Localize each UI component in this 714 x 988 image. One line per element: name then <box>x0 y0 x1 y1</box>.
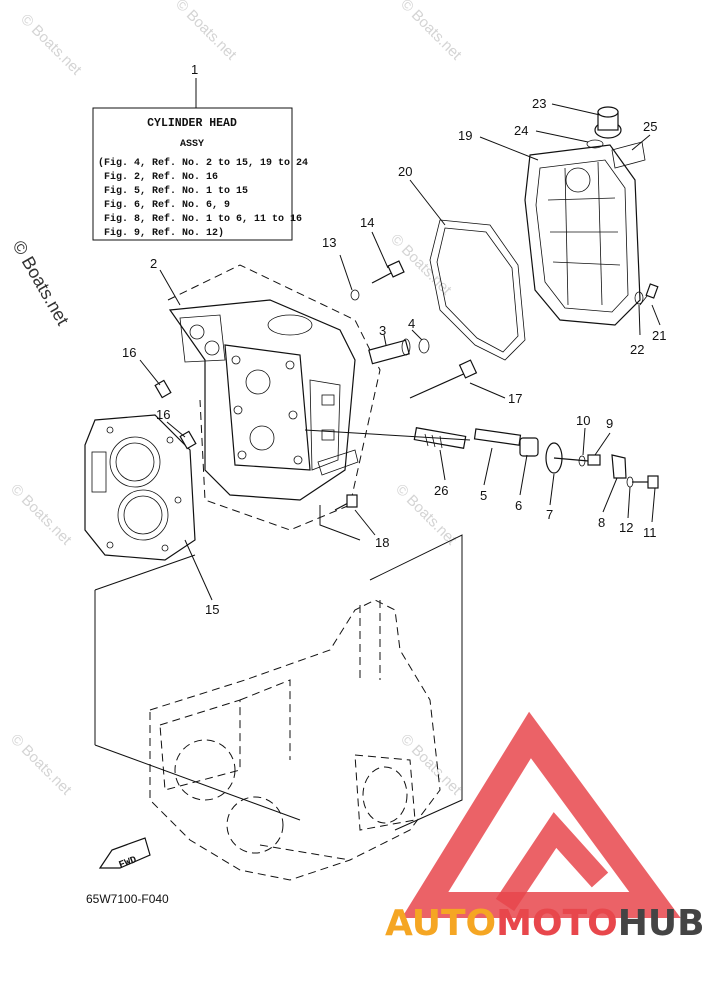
info-box-line: Fig. 6, Ref. No. 6, 9 <box>104 199 230 211</box>
thermostat-fitting <box>368 338 411 365</box>
callout-label: 17 <box>508 391 522 406</box>
washer <box>634 291 644 305</box>
callout-label: 14 <box>360 215 374 230</box>
logo-text-auto: AUTO <box>385 903 496 944</box>
cylinder-head <box>168 299 359 501</box>
cylinder-block <box>149 599 441 881</box>
o-ring-4 <box>418 338 430 354</box>
callout-label: 2 <box>150 256 157 271</box>
logo-text-moto: MOTO <box>496 903 618 944</box>
long-bolt-17 <box>409 359 478 399</box>
head-bolt-14 <box>371 260 405 284</box>
callout-label: 19 <box>458 128 472 143</box>
shaft-5 <box>473 428 522 446</box>
callout-label: 16 <box>156 407 170 422</box>
callout-label: 15 <box>205 602 219 617</box>
brand-logo: AUTOMOTOHUB <box>385 711 705 944</box>
head-gasket <box>84 414 196 561</box>
bolt-11 <box>632 475 659 489</box>
callout-label: 7 <box>546 507 553 522</box>
callout-label: 8 <box>598 515 605 530</box>
callout-label: 20 <box>398 164 412 179</box>
bolt-9 <box>587 454 601 466</box>
head-cover <box>524 144 641 326</box>
washer-10 <box>578 455 586 467</box>
callout-label: 1 <box>191 62 198 77</box>
callout-label: 3 <box>379 323 386 338</box>
pulley-7 <box>545 442 601 474</box>
crankcase-outline <box>94 505 463 831</box>
callout-label: 12 <box>619 520 633 535</box>
o-ring <box>586 139 604 149</box>
logo-inner-stroke <box>495 812 609 912</box>
callout-label: 23 <box>532 96 546 111</box>
watermark-text: © Boats.net <box>17 11 85 79</box>
callout-label: 26 <box>434 483 448 498</box>
info-box-line: Fig. 9, Ref. No. 12) <box>104 227 224 239</box>
side-watermark-text: © Boats.net <box>9 237 73 329</box>
cover-gasket <box>429 219 526 361</box>
info-box-line: Fig. 8, Ref. No. 1 to 6, 11 to 16 <box>104 213 302 225</box>
callout-labels: 2 3 4 5 6 7 8 9 10 11 12 13 14 15 16 16 … <box>122 96 666 617</box>
info-box-line: (Fig. 4, Ref. No. 2 to 15, 19 to 24 <box>98 157 308 169</box>
logo-text-hub: HUB <box>618 903 705 944</box>
bolt-18 <box>334 494 358 511</box>
leader-lines <box>139 103 661 601</box>
callout-label: 10 <box>576 413 590 428</box>
washer-13 <box>350 289 360 301</box>
fwd-arrow: FWD <box>98 837 151 872</box>
callout-label: 9 <box>606 416 613 431</box>
info-box-line: Fig. 2, Ref. No. 16 <box>104 171 218 183</box>
logo-text: AUTOMOTOHUB <box>385 903 705 944</box>
callout-label: 21 <box>652 328 666 343</box>
watermark-text: © Boats.net <box>172 0 240 64</box>
info-box-subtitle: ASSY <box>180 139 204 150</box>
diagram-code: 65W7100-F040 <box>86 892 169 906</box>
bracket-8 <box>611 454 627 479</box>
callout-label: 24 <box>514 123 528 138</box>
label-sticker <box>611 141 646 169</box>
info-box-line: Fig. 5, Ref. No. 1 to 15 <box>104 185 248 197</box>
oil-filler-cap <box>594 106 622 139</box>
callout-label: 22 <box>630 342 644 357</box>
callout-label: 11 <box>643 525 657 540</box>
callout-label: 13 <box>322 235 336 250</box>
watermark-text: © Boats.net <box>397 0 465 64</box>
callout-label: 4 <box>408 316 415 331</box>
head-assembly-outline <box>167 264 381 531</box>
callout-label: 18 <box>375 535 389 550</box>
info-box-title: CYLINDER HEAD <box>147 117 237 130</box>
bushing-6 <box>519 437 539 457</box>
watermark-text: © Boats.net <box>392 481 460 549</box>
callout-label: 25 <box>643 119 657 134</box>
info-box: 1 CYLINDER HEAD ASSY (Fig. 4, Ref. No. 2… <box>92 62 308 241</box>
callout-label: 5 <box>480 488 487 503</box>
callout-label: 6 <box>515 498 522 513</box>
watermark-text: © Boats.net <box>7 731 75 799</box>
logo-triangle <box>401 711 681 918</box>
callout-label: 16 <box>122 345 136 360</box>
watermark-text: © Boats.net <box>7 481 75 549</box>
watermark-text: © Boats.net <box>397 731 465 799</box>
